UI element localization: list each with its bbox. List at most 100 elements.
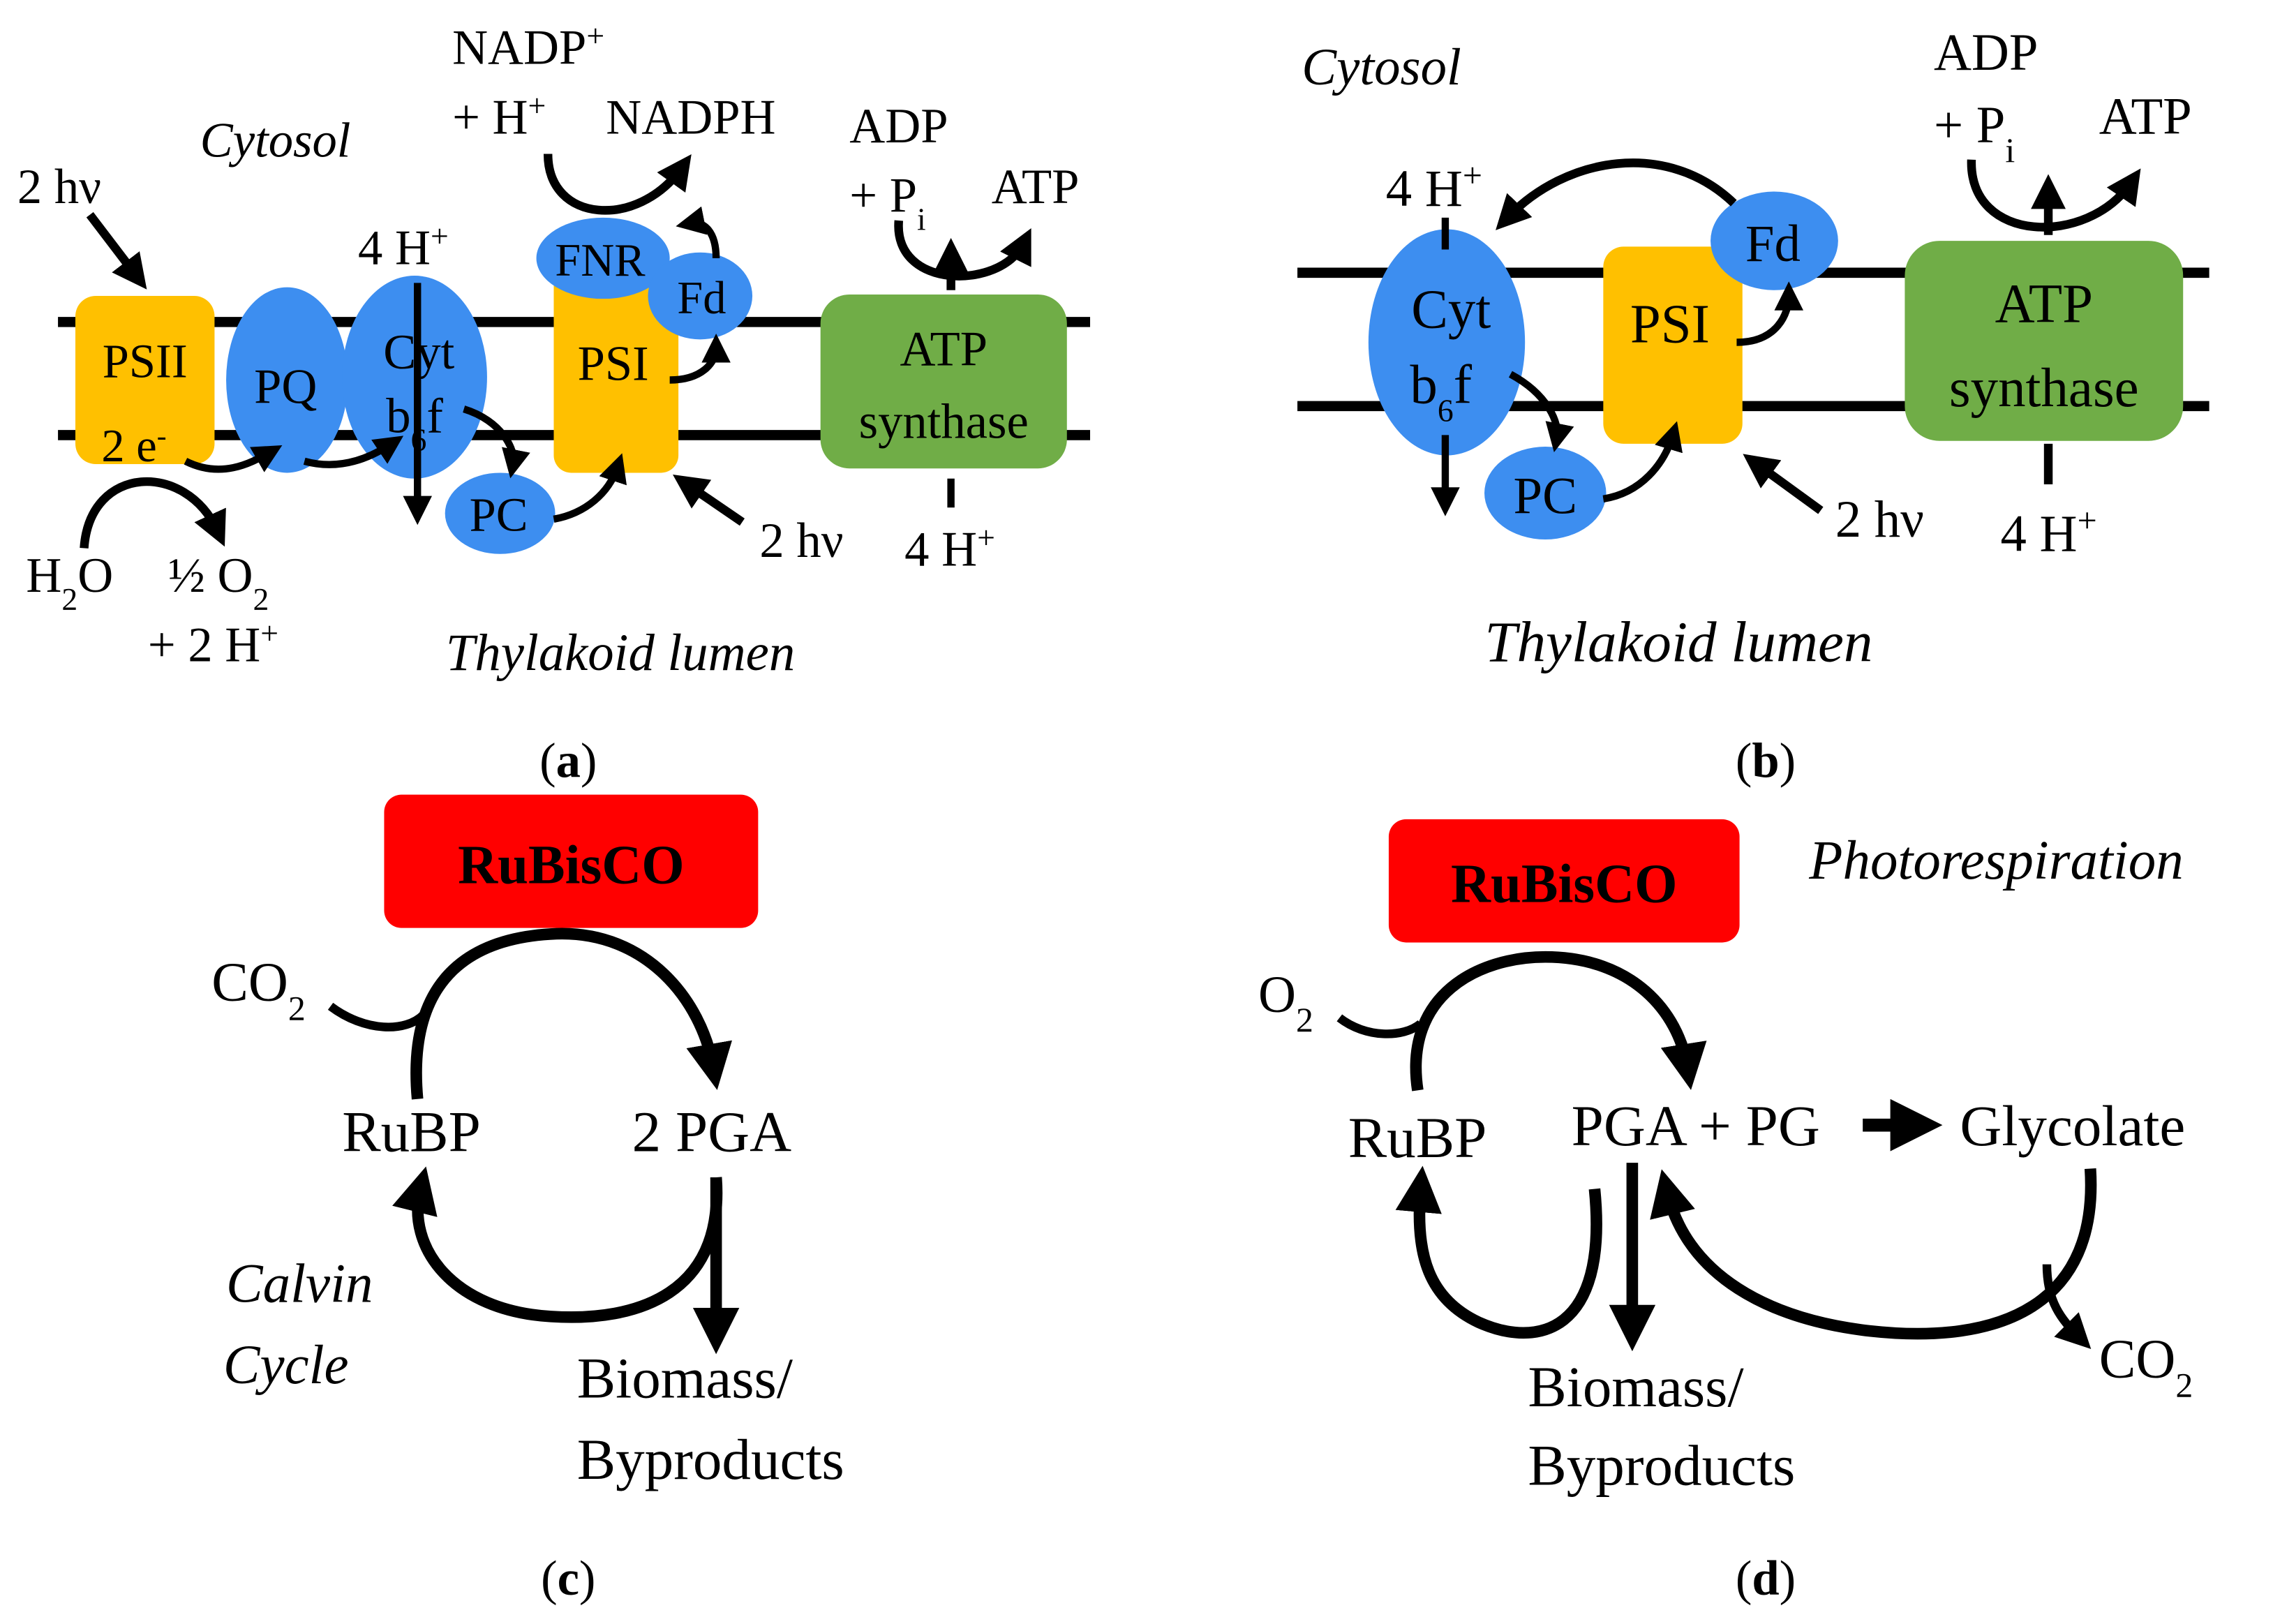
fd-carrier-b bbox=[1711, 191, 1838, 290]
atp-label-b: ATP bbox=[2099, 87, 2192, 145]
pq-carrier bbox=[226, 287, 348, 473]
arrow-pga-to-rubp-c bbox=[392, 1166, 723, 1323]
fnr-enzyme bbox=[536, 217, 670, 299]
nadp-h-label: + H+ bbox=[452, 87, 546, 144]
pc-label: PC bbox=[470, 489, 528, 542]
arrow-rubp-to-pga-d bbox=[1410, 951, 1707, 1092]
adp-label-b: ADP bbox=[1934, 24, 2039, 82]
fnr-label: FNR bbox=[555, 235, 646, 286]
arrow-fd-to-cyt-b bbox=[1496, 158, 1737, 230]
arrow-co2-release-d bbox=[2042, 1264, 2092, 1350]
biomass-label-d: Biomass/ bbox=[1528, 1355, 1744, 1419]
atp-synthase-label-2: synthase bbox=[859, 395, 1029, 449]
arrow-cyt-to-pc bbox=[463, 405, 530, 479]
psi-complex-b bbox=[1603, 246, 1743, 444]
water-label: H2O bbox=[26, 549, 113, 617]
cytosol-label-a: Cytosol bbox=[200, 114, 351, 168]
psii-label: PSII bbox=[103, 334, 188, 387]
lumen-label-b: Thylakoid lumen bbox=[1484, 609, 1872, 673]
arrow-light-psii bbox=[86, 211, 147, 290]
panel-d-label: (d) bbox=[1736, 1551, 1796, 1606]
cyt-protons-label-b: 4 H+ bbox=[1386, 156, 1482, 218]
arrow-e-to-pq bbox=[184, 445, 283, 473]
arrow-nadp-to-nadph bbox=[543, 154, 692, 215]
light-label-b: 2 hν bbox=[1835, 491, 1924, 549]
psii-complex bbox=[75, 296, 215, 464]
panel-a: ATP synthase PSII PQ Cyt b6f PSI FNR Fd … bbox=[17, 17, 1091, 789]
nadp-label: NADP+ bbox=[452, 17, 604, 75]
arrow-pc-to-psi-b bbox=[1602, 421, 1683, 502]
arrow-fd-to-fnr bbox=[676, 206, 720, 259]
pga-label-c: 2 PGA bbox=[632, 1100, 792, 1164]
calvin-label-c: Calvin bbox=[226, 1254, 373, 1315]
byproducts-label-c: Byproducts bbox=[577, 1427, 844, 1491]
arrow-water-split bbox=[80, 477, 226, 549]
atp-label-a: ATP bbox=[992, 160, 1080, 214]
cyt-protons-label-a: 4 H+ bbox=[358, 218, 449, 276]
pi-label-a: + Pi bbox=[849, 169, 925, 237]
cycle-label-c: Cycle bbox=[223, 1335, 349, 1396]
atp-synthase-label-1-b: ATP bbox=[1995, 274, 2093, 334]
o2-entry-line-d bbox=[1336, 1014, 1424, 1038]
arrow-glycolate-to-pga bbox=[1650, 1168, 2097, 1340]
arrow-adp-to-atp-a bbox=[894, 220, 1031, 281]
co2-entry-line-c bbox=[327, 1002, 426, 1031]
co2-label-d: CO2 bbox=[2099, 1329, 2193, 1405]
b6f-label-b: b6f bbox=[1410, 355, 1472, 428]
o2-label-d: O2 bbox=[1258, 966, 1313, 1039]
fd-carrier bbox=[648, 252, 753, 340]
arrow-light-psi bbox=[673, 474, 745, 526]
panel-d: RuBisCO Photorespiration O2 RuBP PGA + P… bbox=[1258, 819, 2193, 1606]
atp-protons-label-b: 4 H+ bbox=[2000, 501, 2096, 563]
panel-b: ATP synthase PSI Fd Cyt b6f PC Cytosol T… bbox=[1297, 24, 2209, 789]
rubp-label-d: RuBP bbox=[1348, 1105, 1487, 1170]
cyt-b6f-complex-b bbox=[1368, 229, 1526, 456]
atp-protons-label-a: 4 H+ bbox=[904, 519, 995, 577]
fd-label-b: Fd bbox=[1745, 215, 1801, 273]
fd-label: Fd bbox=[677, 273, 726, 324]
arrow-psi-to-fd bbox=[669, 334, 731, 384]
rubp-label-c: RuBP bbox=[342, 1100, 481, 1164]
arrow-adp-to-atp-b bbox=[1967, 159, 2141, 232]
panel-c-label: (c) bbox=[541, 1551, 595, 1606]
pc-carrier bbox=[445, 472, 556, 554]
psi-label-b: PSI bbox=[1630, 294, 1710, 355]
arrow-cyt-to-pc-b bbox=[1508, 371, 1574, 452]
psi-label: PSI bbox=[578, 337, 649, 392]
rubisco-label-c: RuBisCO bbox=[458, 835, 685, 895]
atp-synthase-complex bbox=[820, 294, 1067, 469]
co2-label-c: CO2 bbox=[211, 953, 306, 1027]
light-psii-label: 2 hν bbox=[17, 160, 101, 214]
pq-label: PQ bbox=[254, 360, 317, 415]
rubisco-box-c bbox=[384, 794, 759, 928]
panel-b-label: (b) bbox=[1736, 734, 1796, 789]
pi-label-b: + Pi bbox=[1934, 96, 2015, 169]
arrow-rubp-to-pga-c bbox=[410, 928, 732, 1100]
nadph-label: NADPH bbox=[606, 90, 775, 144]
cyt-label-b: Cyt bbox=[1411, 280, 1491, 341]
atp-synthase-label-2-b: synthase bbox=[1949, 358, 2139, 419]
arrow-pq-to-cyt bbox=[303, 435, 404, 468]
protons-out-label: + 2 H+ bbox=[148, 615, 278, 673]
arrow-psi-to-fd-b bbox=[1736, 281, 1803, 346]
arrow-pc-to-psi bbox=[553, 453, 627, 523]
photorespiration-label: Photorespiration bbox=[1808, 830, 2183, 891]
atp-synthase-complex-b bbox=[1905, 241, 2184, 441]
pc-label-b: PC bbox=[1514, 468, 1577, 526]
psi-complex bbox=[553, 267, 679, 473]
panel-c: RuBisCO CO2 RuBP 2 PGA Calvin Cycle Biom… bbox=[211, 794, 844, 1606]
pga-pg-label-d: PGA + PG bbox=[1572, 1094, 1820, 1158]
panel-a-label: (a) bbox=[539, 734, 597, 789]
arrow-pga-to-rubp-d bbox=[1395, 1165, 1602, 1339]
pc-carrier-b bbox=[1484, 447, 1607, 539]
biomass-label-c: Biomass/ bbox=[577, 1346, 793, 1410]
glycolate-label-d: Glycolate bbox=[1960, 1094, 2185, 1158]
rubisco-box-d bbox=[1388, 819, 1740, 943]
electrons-label: 2 e- bbox=[101, 419, 166, 472]
byproducts-label-d: Byproducts bbox=[1528, 1433, 1795, 1497]
lumen-label-a: Thylakoid lumen bbox=[446, 624, 795, 682]
oxygen-label: ½ O2 bbox=[168, 549, 269, 617]
light-psi-label: 2 hν bbox=[759, 514, 843, 568]
rubisco-label-d: RuBisCO bbox=[1451, 854, 1678, 914]
